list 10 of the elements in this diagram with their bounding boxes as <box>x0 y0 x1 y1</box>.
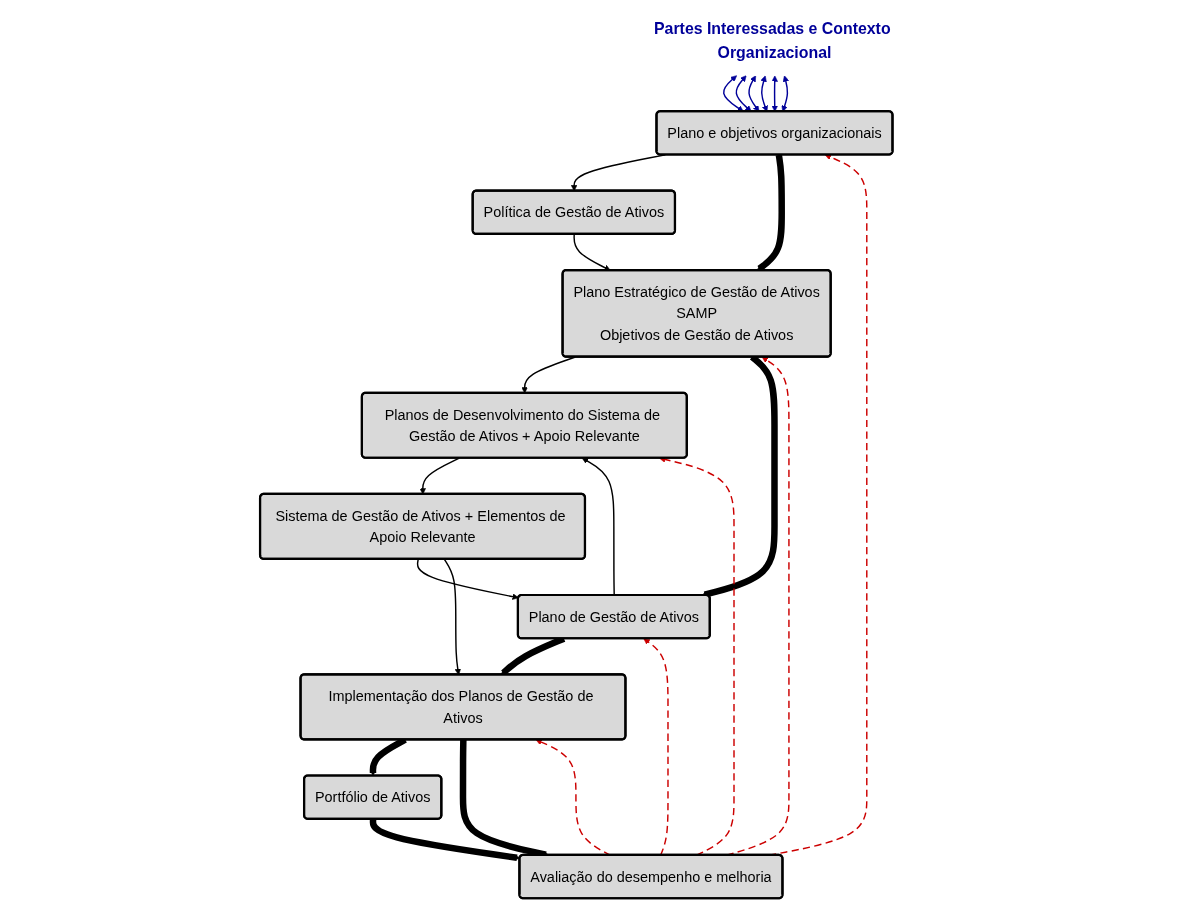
arrow <box>573 233 611 271</box>
arrow <box>760 75 768 112</box>
arrow <box>416 558 519 600</box>
arrow <box>369 818 521 861</box>
arrow <box>748 75 760 112</box>
arrow <box>722 75 744 112</box>
node-text: Partes Interessadas e Contexto Organizacional <box>653 19 891 62</box>
arrow <box>771 75 778 112</box>
arrow <box>781 75 789 112</box>
arrow <box>735 75 752 112</box>
